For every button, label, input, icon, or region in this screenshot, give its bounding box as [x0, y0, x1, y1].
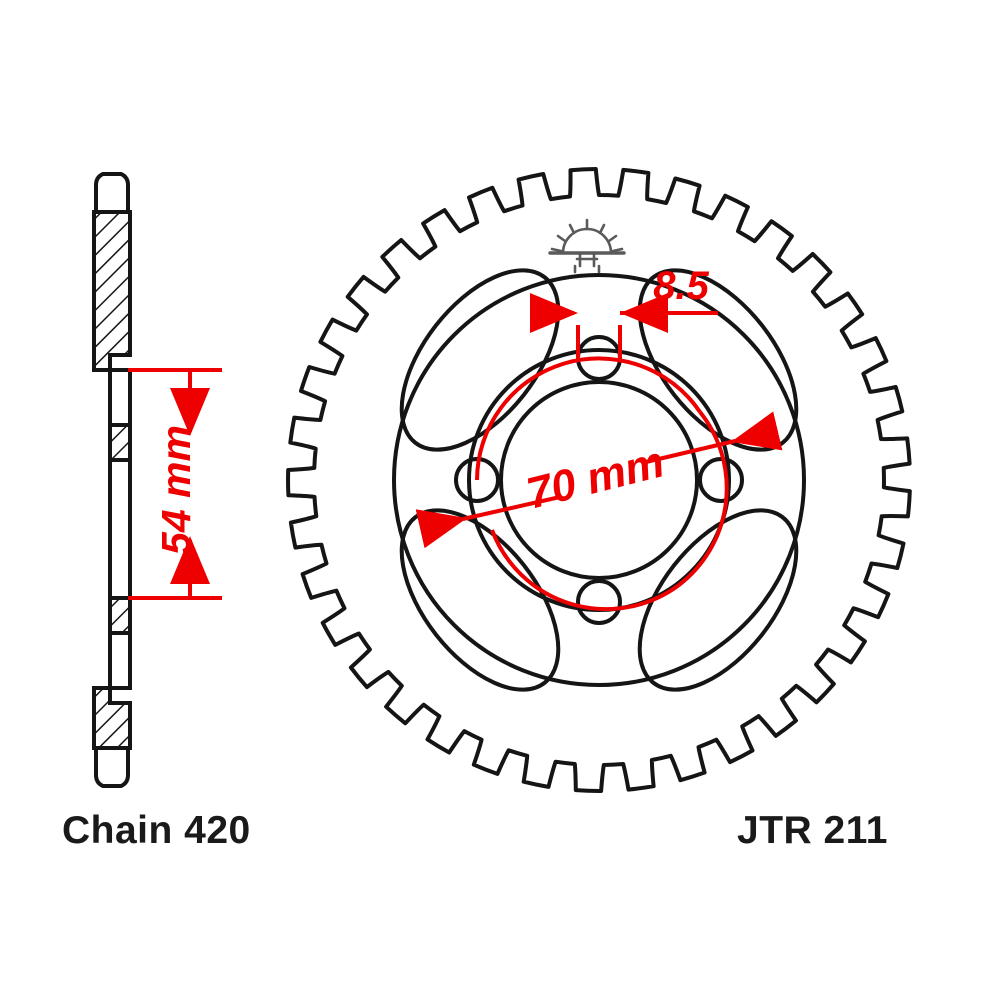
side-view-upper-boss	[108, 423, 132, 462]
lightening-hole-lower-left	[399, 508, 561, 692]
side-view-body	[108, 458, 132, 600]
lightening-holes	[399, 268, 799, 692]
part-number-label: JTR 211	[737, 809, 888, 852]
lightening-hole-upper-left	[399, 268, 561, 452]
rim-inner-circle	[392, 273, 806, 687]
dimension-bolt-hole-8p5	[530, 293, 718, 360]
side-view-top-tooth	[92, 172, 132, 372]
bolt-hole-bottom	[576, 579, 622, 625]
side-section-view	[92, 172, 132, 788]
lightening-hole-upper-right	[637, 268, 799, 452]
dimension-bolt-circle-70mm	[415, 356, 783, 612]
sun-burst-icon	[548, 218, 626, 274]
front-face-view	[286, 167, 912, 794]
bolt-circle-arc-upper	[475, 356, 702, 481]
dimension-thickness-value: 54 mm	[153, 425, 199, 555]
dimension-bolt-hole-value: 8.5	[653, 264, 709, 308]
side-view-lower-web	[108, 631, 132, 690]
side-view-bottom-tooth	[92, 686, 132, 788]
center-bore-circle	[499, 380, 699, 580]
sprocket-teeth-profile	[286, 167, 912, 794]
bolt-circle-arc-lower	[490, 529, 681, 612]
chain-size-label: Chain 420	[62, 809, 251, 852]
dimension-thickness-54mm	[128, 368, 222, 600]
bolt-circle-arc-right	[677, 410, 729, 587]
bolt-hole-right	[698, 457, 744, 503]
lightening-hole-lower-right	[637, 508, 799, 692]
side-view-lower-boss	[108, 596, 132, 635]
side-view-upper-web	[108, 368, 132, 427]
dimension-bolt-circle-value: 70 mm	[522, 437, 669, 518]
